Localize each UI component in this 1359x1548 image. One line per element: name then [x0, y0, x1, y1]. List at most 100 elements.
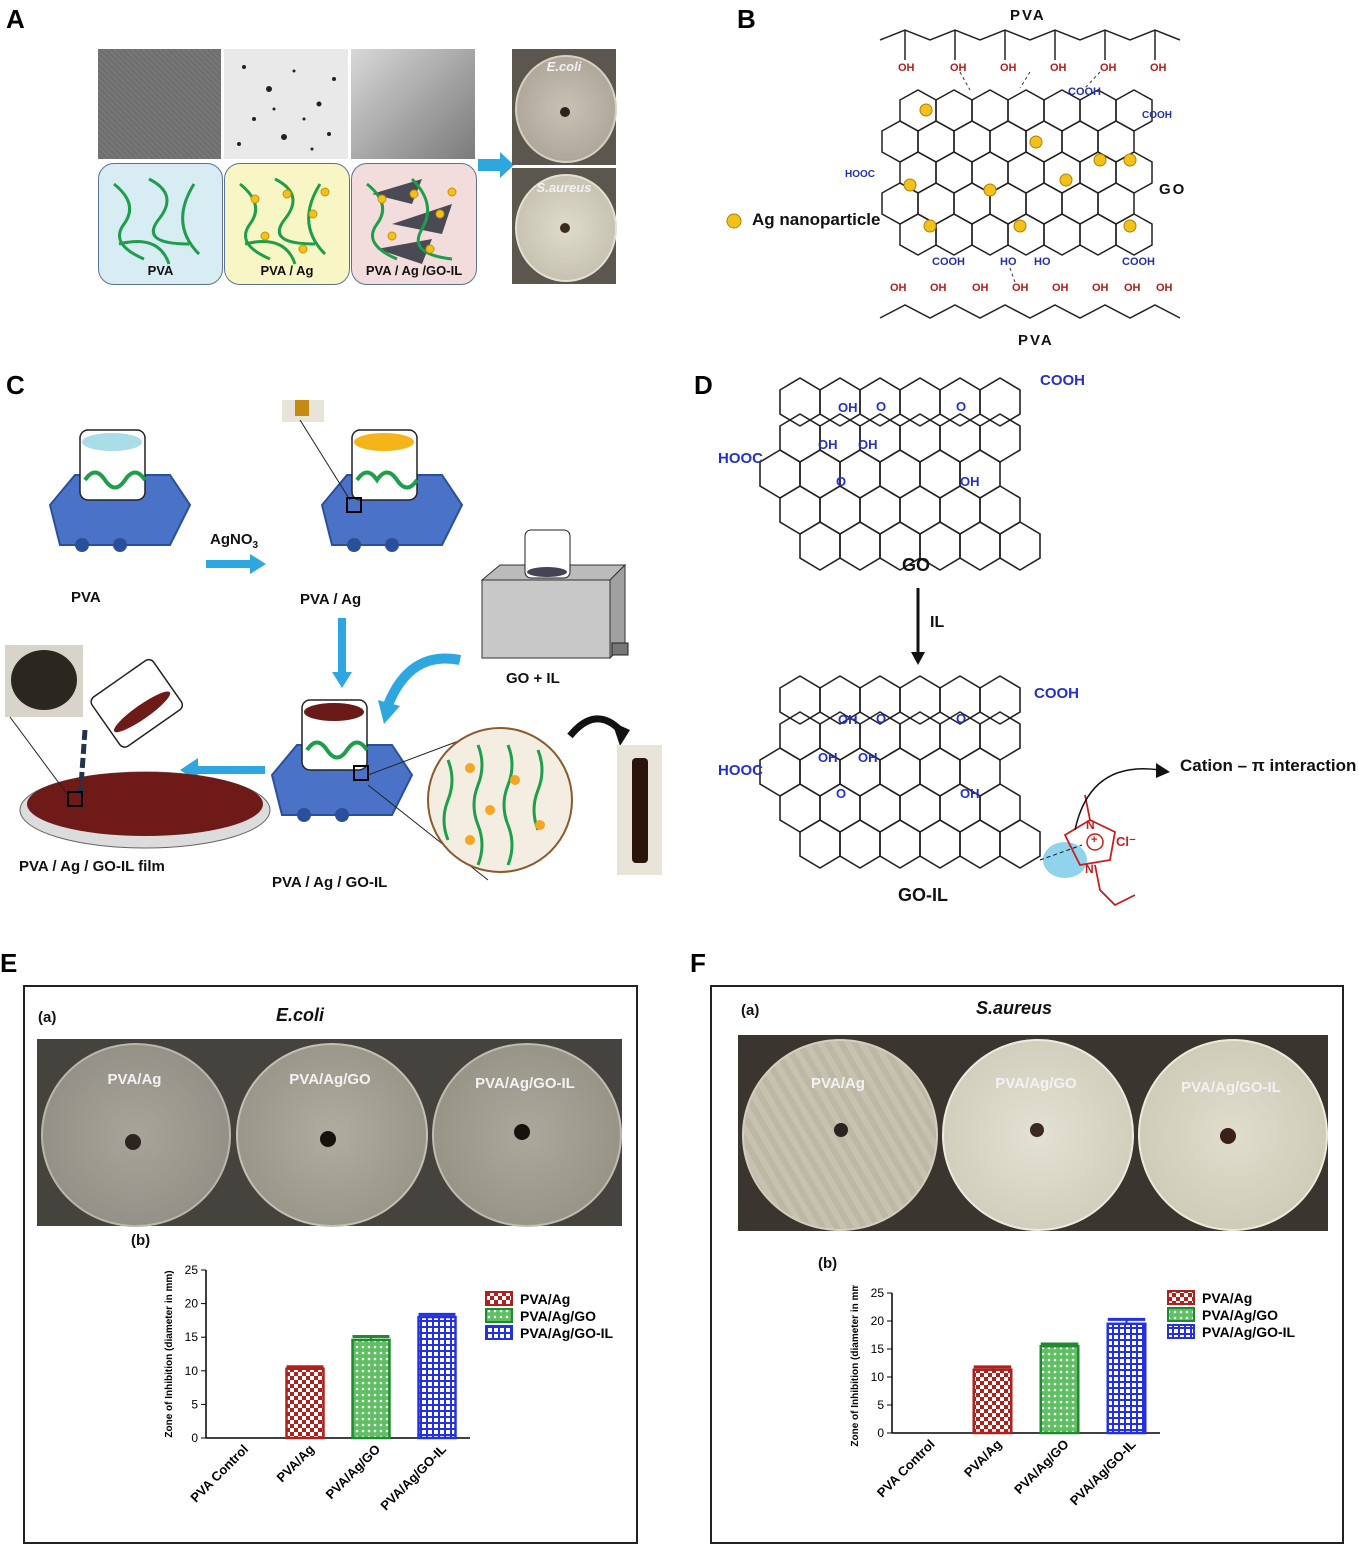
y-axis-label: Zone of Inhibition (diameter in mm): [164, 1270, 175, 1437]
panel-f-plate-photo-1: PVA/Ag: [738, 1035, 938, 1231]
oh-d-3: OH: [858, 437, 878, 452]
oh-d-2: OH: [818, 437, 838, 452]
legend-label: PVA/Ag/GO-IL: [1202, 1324, 1296, 1340]
hooc-d-1: HOOC: [718, 450, 763, 467]
oh-d-6: OH: [818, 750, 838, 765]
legend-label: PVA/Ag/GO-IL: [520, 1325, 614, 1341]
bar: [417, 1315, 457, 1440]
cooh-d-2: COOH: [1034, 685, 1079, 702]
hooc-label-left: HOOC: [845, 169, 875, 180]
step-label-pva-ag: PVA / Ag: [300, 591, 362, 608]
cooh-label-bottom-1: COOH: [932, 256, 965, 268]
plate-photo-saureus: S.aureus: [512, 168, 617, 284]
y-axis-label: Zone of Inhibition (diameter in mm): [850, 1285, 861, 1447]
panel-e-plate-photo-2: PVA/Ag/GO: [232, 1039, 428, 1227]
panel-f-plate-photo-2: PVA/Ag/GO: [938, 1035, 1134, 1231]
oh-label-bottom-6: OH: [1092, 282, 1109, 294]
panel-label-c: C: [6, 370, 25, 400]
cooh-label-bottom-2: COOH: [1122, 256, 1155, 268]
plus-label: +: [1091, 834, 1098, 846]
y-tick-label: 5: [877, 1398, 884, 1412]
panel-e-frame: [23, 985, 638, 1544]
y-tick-label: 15: [871, 1342, 885, 1356]
legend-swatch: [485, 1308, 513, 1323]
y-tick-label: 25: [871, 1286, 885, 1300]
bar: [1106, 1322, 1147, 1435]
legend-label: PVA/Ag: [520, 1291, 570, 1307]
legend-swatch: [1167, 1324, 1195, 1339]
panel-label-f: F: [690, 948, 706, 978]
panel-e-organism: E.coli: [276, 1005, 325, 1025]
panel-label-a: A: [6, 4, 25, 34]
reagent-label-agno3: AgNO3: [210, 531, 259, 551]
oh-d-8: OH: [960, 786, 980, 801]
pane-label-pva: PVA: [147, 263, 174, 278]
oh-label-bottom-1: OH: [890, 282, 907, 294]
bar: [285, 1367, 325, 1440]
y-tick-label: 5: [191, 1397, 198, 1411]
plate-photo-ecoli: E.coli: [512, 49, 617, 165]
y-tick-label: 25: [185, 1263, 199, 1277]
panel-e-sub-b: (b): [131, 1232, 151, 1249]
cation-pi-label: Cation – π interaction: [1180, 756, 1357, 775]
x-tick-label: PVA Control: [874, 1437, 938, 1501]
oh-d-4: OH: [960, 474, 980, 489]
bar: [972, 1368, 1013, 1435]
o-d-2: O: [956, 399, 967, 414]
legend-label: PVA/Ag/GO: [520, 1308, 596, 1324]
go-label: GO: [1159, 181, 1187, 198]
step-label-pva-ag-go-il: PVA / Ag / GO-IL: [272, 874, 388, 891]
y-tick-label: 0: [877, 1426, 884, 1440]
plate-label-e-3: PVA/Ag/GO-IL: [475, 1075, 575, 1092]
panel-f-organism: S.aureus: [976, 998, 1053, 1018]
pva-bottom-label: PVA: [1018, 332, 1054, 349]
panel-f-frame: [710, 985, 1344, 1544]
chart-e-zone-of-inhibition: Zone of Inhibition (diameter in mm)05101…: [164, 1263, 614, 1513]
n-label-1: N: [1086, 818, 1095, 832]
oh-label-bottom-3: OH: [972, 282, 989, 294]
panel-label-d: D: [694, 370, 713, 400]
il-arrow-label: IL: [930, 614, 945, 631]
panel-label-b: B: [737, 4, 756, 34]
tem-image-pva-ag-go-il: [351, 49, 475, 159]
x-tick-label: PVA/Ag: [273, 1441, 317, 1485]
o-d-5: O: [956, 711, 967, 726]
y-tick-label: 15: [185, 1330, 199, 1344]
panel-e-sub-a: (a): [38, 1009, 57, 1026]
plate-label-saureus: S.aureus: [536, 180, 592, 195]
plate-label-f-2: PVA/Ag/GO: [995, 1075, 1077, 1092]
legend-swatch: [1167, 1290, 1195, 1305]
legend-swatch: [485, 1291, 513, 1306]
cooh-d-1: COOH: [1040, 372, 1085, 389]
y-tick-label: 0: [191, 1431, 198, 1445]
pane-label-pva-ag-go-il: PVA / Ag /GO-IL: [365, 263, 463, 278]
panel-e-plate-photo-3: PVA/Ag/GO-IL: [428, 1039, 622, 1227]
oh-label-bottom-5: OH: [1052, 282, 1069, 294]
oh-label-top-2: OH: [950, 62, 967, 74]
plate-label-e-2: PVA/Ag/GO: [289, 1071, 371, 1088]
mixer-label-go-il: GO + IL: [506, 670, 560, 687]
synthesis-scheme-diagram: [5, 400, 662, 881]
plate-label-f-3: PVA/Ag/GO-IL: [1181, 1079, 1281, 1096]
sem-image-pva: [98, 49, 221, 159]
oh-label-bottom-4: OH: [1012, 282, 1029, 294]
oh-label-top-3: OH: [1000, 62, 1017, 74]
panel-e-plate-photo-1: PVA/Ag: [37, 1039, 232, 1227]
chart-f-zone-of-inhibition: Zone of Inhibition (diameter in mm)05101…: [850, 1285, 1296, 1508]
film-label: PVA / Ag / GO-IL film: [19, 858, 165, 875]
o-d-3: O: [836, 474, 847, 489]
hooc-d-2: HOOC: [718, 762, 763, 779]
ho-label-bottom-1: HO: [1000, 256, 1017, 268]
bar: [351, 1338, 391, 1440]
schematic-pva-ag-go-il: PVA / Ag /GO-IL: [351, 163, 477, 285]
oh-label-bottom-7: OH: [1124, 282, 1141, 294]
go-label-d: GO: [902, 555, 931, 575]
sem-image-pva-ag: [224, 49, 348, 159]
legend-label: PVA/Ag/GO: [1202, 1307, 1278, 1323]
pva-go-structure-diagram: [726, 29, 1181, 319]
go-il-label: GO-IL: [898, 885, 948, 905]
x-tick-label: PVA/Ag/GO-IL: [377, 1441, 449, 1513]
plate-label-e-1: PVA/Ag: [107, 1071, 162, 1088]
cl-label: Cl⁻: [1116, 834, 1136, 849]
ho-label-bottom-2: HO: [1034, 256, 1051, 268]
